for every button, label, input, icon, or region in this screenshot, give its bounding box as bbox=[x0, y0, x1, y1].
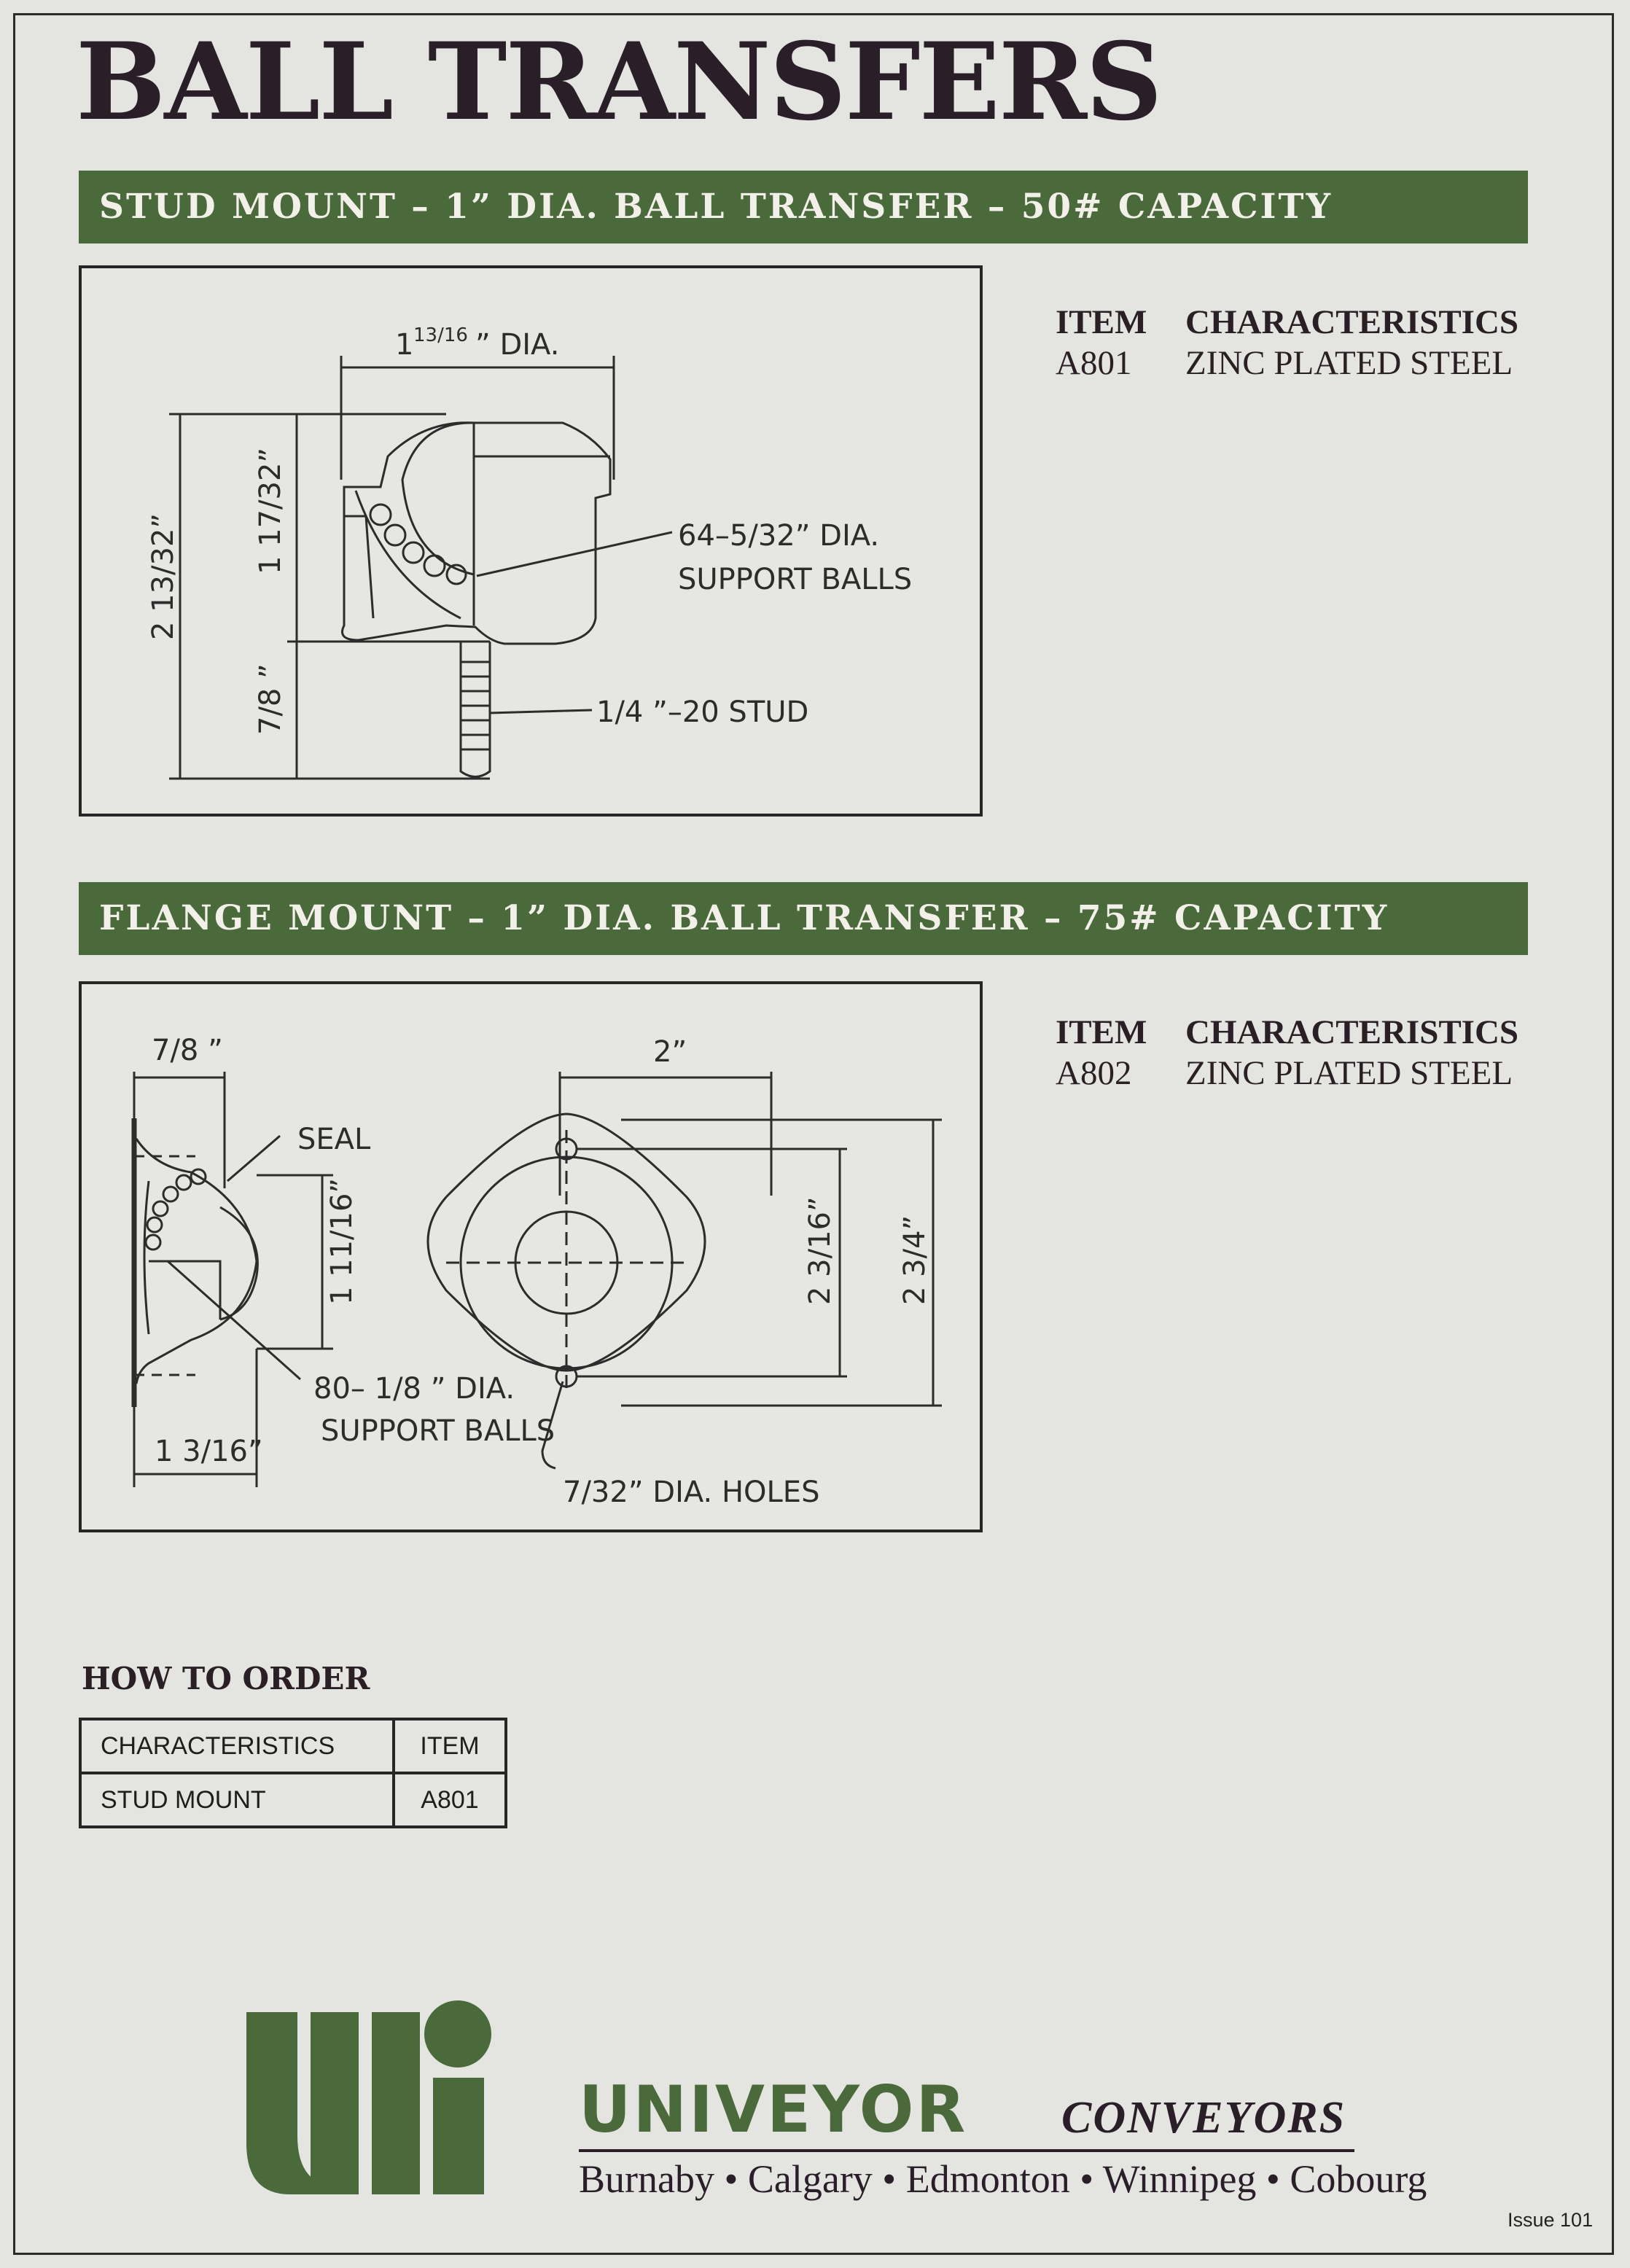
support-balls-line2: SUPPORT BALLS bbox=[678, 563, 912, 596]
page-title: BALL TRANSFERS bbox=[76, 20, 1163, 144]
support-balls-line1: 64–5/32” DIA. bbox=[678, 519, 879, 553]
total-height-label: 2 3/4” bbox=[898, 1215, 932, 1305]
spec-characteristics-value: ZINC PLATED STEEL bbox=[1185, 344, 1513, 382]
spec-characteristics-header: CHARACTERISTICS bbox=[1185, 1013, 1519, 1051]
stud-mount-drawing: 1 13/16 ” DIA. 2 13/32” 1 17/32” 7/8 ” 6… bbox=[147, 324, 912, 780]
depth-label: 7/8 ” bbox=[152, 1034, 223, 1067]
page-border bbox=[13, 13, 1614, 2255]
order-table: CHARACTERISTICS ITEM STUD MOUNT A801 bbox=[79, 1718, 507, 1828]
spec-item-value: A802 bbox=[1056, 1054, 1132, 1092]
flange-balls-line2: SUPPORT BALLS bbox=[321, 1414, 555, 1448]
issue-number: Issue 101 bbox=[1508, 2209, 1594, 2231]
spec-item-value: A801 bbox=[1056, 344, 1132, 382]
lower-height-label: 7/8 ” bbox=[254, 663, 287, 735]
spec-item-header: ITEM bbox=[1056, 1013, 1147, 1051]
flange-mount-spec: ITEM CHARACTERISTICS A802 ZINC PLATED ST… bbox=[1056, 1012, 1518, 1094]
flange-mount-drawing: 7/8 ” SEAL 1 11/16” 80– 1/8 ” DIA. SUPPO… bbox=[131, 1034, 942, 1509]
dia-label-suffix: ” DIA. bbox=[475, 328, 559, 362]
side-height-label: 1 11/16” bbox=[325, 1178, 359, 1305]
base-width-label: 1 3/16” bbox=[155, 1435, 263, 1468]
table-row: STUD MOUNT A801 bbox=[79, 1772, 507, 1828]
stud-mount-banner: STUD MOUNT – 1” DIA. BALL TRANSFER – 50#… bbox=[79, 171, 1528, 243]
stud-mount-spec: ITEM CHARACTERISTICS A801 ZINC PLATED ST… bbox=[1056, 302, 1518, 383]
dia-label-whole: 1 bbox=[395, 328, 413, 362]
flange-mount-diagram: 7/8 ” SEAL 1 11/16” 80– 1/8 ” DIA. SUPPO… bbox=[79, 981, 983, 1532]
spec-characteristics-header: CHARACTERISTICS bbox=[1185, 303, 1519, 341]
dia-label-fraction: 13/16 bbox=[413, 324, 468, 346]
flange-balls-line1: 80– 1/8 ” DIA. bbox=[313, 1372, 515, 1406]
holes-label: 7/32” DIA. HOLES bbox=[563, 1476, 819, 1509]
logo-cities: Burnaby • Calgary • Edmonton • Winnipeg … bbox=[579, 2157, 1427, 2201]
how-to-order-title: HOW TO ORDER bbox=[82, 1661, 370, 1696]
table-header-row: CHARACTERISTICS ITEM bbox=[79, 1718, 507, 1774]
seal-label: SEAL bbox=[297, 1123, 371, 1156]
stud-label: 1/4 ”–20 STUD bbox=[596, 695, 808, 729]
logo-name: UNIVEYOR bbox=[579, 2072, 968, 2147]
flange-mount-banner: FLANGE MOUNT – 1” DIA. BALL TRANSFER – 7… bbox=[79, 882, 1528, 955]
hole-span-label: 2 3/16” bbox=[803, 1196, 837, 1305]
overall-height-label: 2 13/32” bbox=[147, 513, 180, 640]
table-cell-characteristics: STUD MOUNT bbox=[79, 1772, 395, 1828]
table-header-item: ITEM bbox=[392, 1718, 507, 1774]
spec-item-header: ITEM bbox=[1056, 303, 1147, 341]
logo-divider bbox=[579, 2149, 1354, 2152]
table-header-characteristics: CHARACTERISTICS bbox=[79, 1718, 395, 1774]
spec-characteristics-value: ZINC PLATED STEEL bbox=[1185, 1054, 1513, 1092]
table-cell-item: A801 bbox=[392, 1772, 507, 1828]
front-width-label: 2” bbox=[653, 1035, 687, 1069]
univeyor-logo-mark bbox=[246, 2000, 491, 2194]
stud-mount-diagram: 1 13/16 ” DIA. 2 13/32” 1 17/32” 7/8 ” 6… bbox=[79, 265, 983, 817]
upper-height-label: 1 17/32” bbox=[254, 448, 287, 574]
logo-tagline: CONVEYORS bbox=[1061, 2093, 1346, 2143]
